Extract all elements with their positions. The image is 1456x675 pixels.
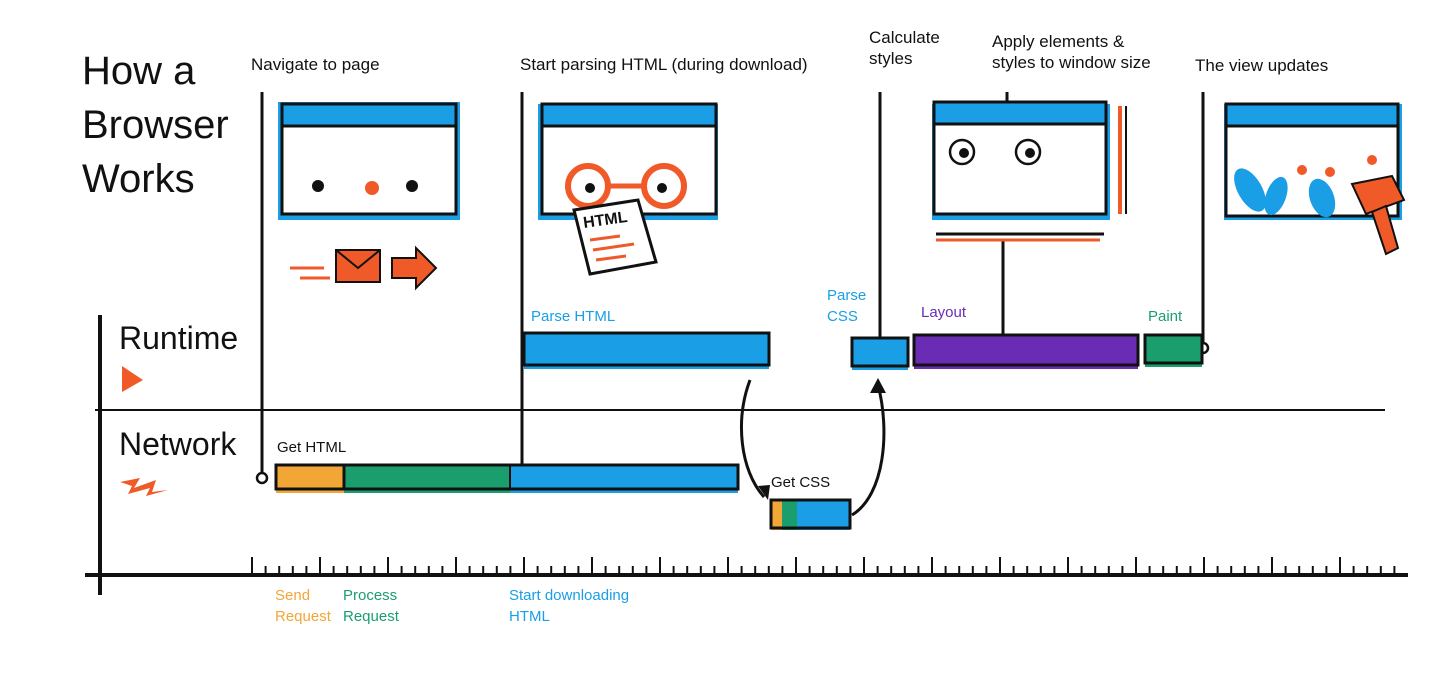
bar-label-parse-css: Parse CSS: [827, 287, 867, 325]
step-label-calc-styles: Calculate styles: [869, 28, 940, 68]
leaf-icon: [1234, 155, 1377, 218]
window-toolbar: [540, 102, 718, 128]
eye-right: [657, 183, 667, 193]
document-label: HTML: [582, 209, 629, 232]
bar-label-parse-html: Parse HTML: [531, 308, 616, 325]
brush-handle: [1370, 204, 1400, 256]
html-document-icon: HTML: [572, 198, 658, 276]
parse-html-fill: [524, 333, 769, 369]
browser-window-icon: [932, 100, 1110, 220]
eye-right: [406, 180, 418, 192]
arrow-head: [758, 485, 770, 500]
eye-right: [1025, 148, 1035, 158]
window-toolbar: [932, 100, 1108, 126]
get-html-bar: [274, 463, 740, 493]
arrow-head: [870, 378, 886, 393]
parse-css-bar: [850, 336, 910, 370]
flower: [1325, 167, 1335, 177]
get-html-outline: [274, 463, 740, 491]
envelope-icon: [290, 249, 381, 283]
arrow-to-parse-css: [851, 384, 886, 517]
window-toolbar: [280, 102, 458, 128]
bar-label-get-html: Get HTML: [277, 439, 347, 456]
arrow-shape: [391, 245, 438, 291]
get-css-bar: [769, 498, 852, 530]
document-line: [595, 254, 627, 262]
bar-label-paint: Paint: [1148, 308, 1183, 325]
eye-left: [585, 183, 595, 193]
parse-html-bar: [522, 331, 771, 369]
document-line: [589, 234, 621, 242]
paint-outline: [1143, 333, 1204, 365]
paintbrush-icon: [1350, 174, 1406, 256]
phase-label-download: Start downloading HTML: [509, 587, 630, 625]
glasses-icon: [565, 163, 687, 209]
ruler-icon: [936, 106, 1127, 242]
css-download-segment: [797, 500, 850, 530]
flower: [1367, 155, 1377, 165]
bar-label-get-css: Get CSS: [771, 474, 831, 491]
layout-fill: [914, 335, 1138, 369]
envelope-flap: [335, 249, 381, 270]
lightning-icon: [120, 478, 168, 496]
parse-html-outline: [522, 331, 771, 367]
step-label-navigate: Navigate to page: [251, 55, 380, 74]
bar-label-layout: Layout: [921, 304, 967, 321]
leaf: [1308, 178, 1336, 218]
play-icon: [122, 366, 143, 392]
browser-window-icon: [278, 102, 460, 220]
row-label-runtime: Runtime: [119, 320, 239, 356]
step-label-apply: Apply elements & styles to window size: [992, 32, 1151, 72]
leaf: [1264, 176, 1288, 216]
parse-css-outline: [850, 336, 910, 368]
brush-head: [1350, 174, 1406, 216]
phase-label-process: Process Request: [343, 587, 399, 625]
window-toolbar: [1224, 102, 1400, 128]
diagram-title: How a Browser Works: [82, 49, 229, 201]
leaf: [1234, 168, 1266, 212]
step-marker-navigate: [255, 471, 269, 485]
eye-left: [959, 148, 969, 158]
document-line: [592, 242, 635, 252]
css-process-segment: [782, 500, 797, 530]
arrow-right-icon: [391, 245, 438, 291]
phase-label-send: Send Request: [275, 587, 331, 625]
step-label-parse-start: Start parsing HTML (during download): [520, 55, 808, 74]
arrow-to-get-css: [740, 379, 766, 498]
get-css-outline: [769, 498, 852, 530]
eye-left: [312, 180, 324, 192]
flower: [1297, 165, 1307, 175]
row-label-network: Network: [119, 426, 237, 462]
paint-bar: [1143, 333, 1204, 367]
nose: [365, 181, 379, 195]
layout-outline: [912, 333, 1140, 367]
layout-bar: [912, 333, 1140, 369]
step-label-view-updates: The view updates: [1195, 56, 1329, 75]
time-axis-ticks: [251, 557, 1396, 575]
css-send-segment: [771, 500, 782, 530]
